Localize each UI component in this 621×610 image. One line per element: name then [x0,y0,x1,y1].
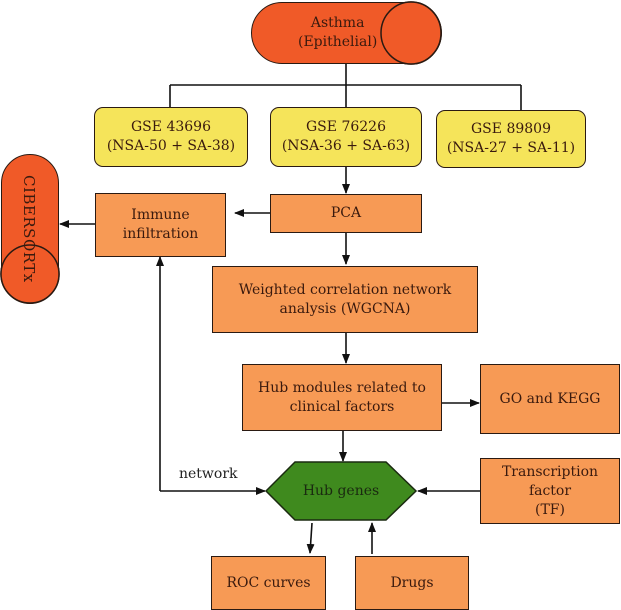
dataset-node-gse76226: GSE 76226 (NSA-36 + SA-63) [270,107,422,167]
edge-hubgenes-roc [306,522,315,554]
immune-line1: Immune [131,207,190,223]
cibersortx-label: CIBERSORTx [20,175,38,283]
dataset-groups: (NSA-50 + SA-38) [106,138,236,154]
go-kegg-label: GO and KEGG [499,390,601,407]
roc-label: ROC curves [226,574,311,591]
asthma-source-node: Asthma (Epithelial) [251,2,442,64]
wgcna-node: Weighted correlation network analysis (W… [212,266,478,333]
hub-genes-label: Hub genes [302,483,380,499]
drugs-label: Drugs [390,574,434,591]
tf-line1: Transcription factor [501,463,599,499]
asthma-line2: (Epithelial) [298,34,378,50]
roc-curves-node: ROC curves [211,556,326,610]
transcription-factor-node: Transcription factor (TF) [480,458,620,524]
wgcna-line2: analysis (WGCNA) [279,300,411,317]
tf-line2: (TF) [535,501,565,518]
asthma-line1: Asthma [310,15,365,31]
dataset-id: GSE 89809 [471,121,551,137]
hub-modules-node: Hub modules related to clinical factors [242,364,442,431]
go-kegg-node: GO and KEGG [480,364,620,434]
wgcna-line1: Weighted correlation network [238,281,452,298]
hub-genes-hexagon [264,461,418,521]
immune-infiltration-node: Immune infiltration [95,193,226,257]
hub-modules-line1: Hub modules related to [258,379,426,396]
pca-node: PCA [270,194,422,233]
pca-label: PCA [330,205,362,221]
hub-modules-line2: clinical factors [289,398,395,415]
immune-line2: infiltration [122,226,199,242]
dataset-id: GSE 43696 [131,119,211,135]
network-edge-label: network [179,466,238,482]
dataset-groups: (NSA-36 + SA-63) [281,138,411,154]
drugs-node: Drugs [355,556,469,610]
dataset-node-gse43696: GSE 43696 (NSA-50 + SA-38) [94,107,248,167]
dataset-groups: (NSA-27 + SA-11) [446,140,576,156]
dataset-id: GSE 76226 [306,119,386,135]
dataset-node-gse89809: GSE 89809 (NSA-27 + SA-11) [436,110,586,168]
